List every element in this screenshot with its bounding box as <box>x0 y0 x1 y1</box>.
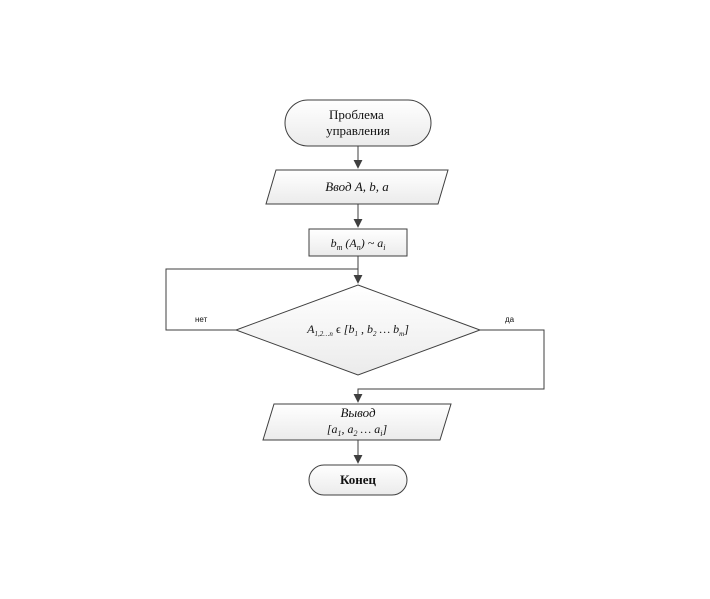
end-terminator: Конец <box>308 464 408 496</box>
end-label: Конец <box>340 472 377 487</box>
svg-text:Проблема управления: Проблема управления <box>326 107 390 138</box>
start-label-line2: управления <box>326 123 390 138</box>
loop-no-branch <box>165 268 358 331</box>
branch-yes-label: да <box>505 315 515 324</box>
input-parallelogram: Ввод A, b, a <box>265 169 449 205</box>
branch-no-label: нет <box>195 315 208 324</box>
output-label-line1: Вывод <box>340 405 376 420</box>
start-label-line1: Проблема <box>329 107 384 122</box>
output-label-line2: [a1, a2 … ai] <box>327 422 388 438</box>
start-terminator: Проблема управления <box>284 99 432 147</box>
input-label: Ввод A, b, a <box>325 179 389 194</box>
output-parallelogram: Вывод [a1, a2 … ai] <box>262 403 452 441</box>
process-box: bm (An) ~ ai <box>308 228 408 257</box>
decision-diamond: A1,2…n ϵ [b1 , b2 … bm] <box>234 284 482 376</box>
decision-label: A1,2…n ϵ [b1 , b2 … bm] <box>306 322 409 338</box>
arrow-yes-branch <box>353 329 545 403</box>
process-label: bm (An) ~ ai <box>331 236 386 252</box>
